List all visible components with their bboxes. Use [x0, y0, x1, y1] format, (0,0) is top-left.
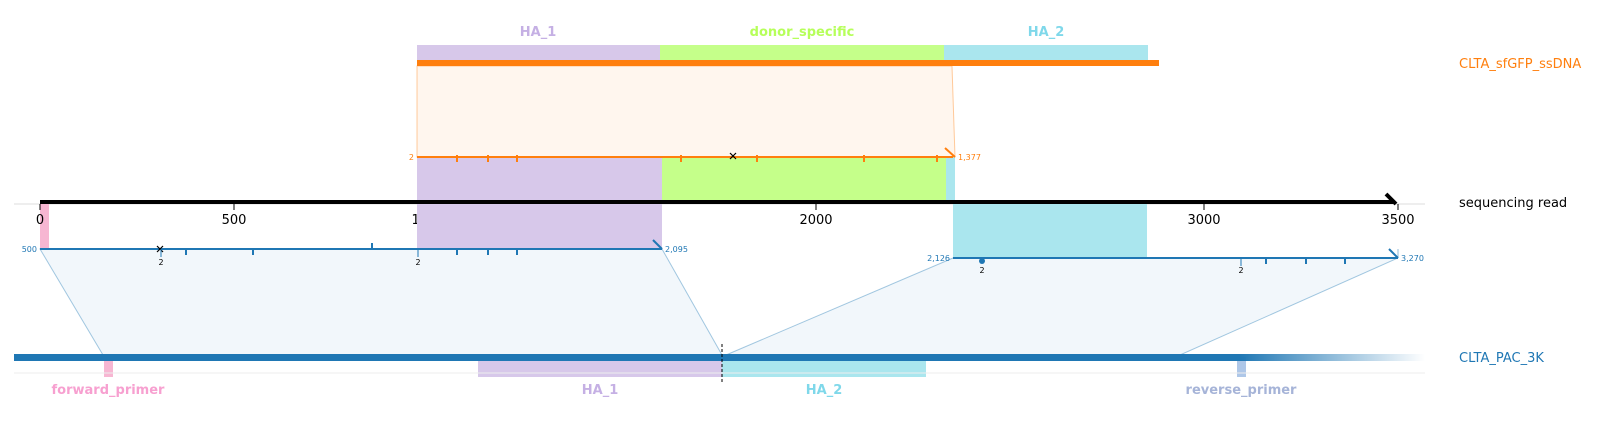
read-tick-3500: 3500	[1381, 213, 1414, 228]
read-axis-arrow	[1384, 192, 1398, 206]
donor-alignment-end: 1,377	[958, 153, 981, 162]
target-right-alignment-arrow	[1388, 248, 1399, 259]
target-ha1-label: HA_1	[582, 383, 619, 398]
target-right-end: 3,270	[1401, 254, 1424, 263]
donor-deletion-marker	[729, 152, 737, 160]
target-backbone	[14, 354, 1239, 361]
target-left-alignment-arrow	[652, 239, 663, 250]
donor-ha2-label: HA_2	[1028, 25, 1065, 40]
read-track-label: sequencing read	[1459, 196, 1567, 211]
donor-alignment-start: 2	[409, 153, 414, 162]
donor-ha1-box	[417, 45, 660, 62]
target-right-start: 2,126	[927, 254, 950, 263]
read-tick-3000: 3000	[1187, 213, 1220, 228]
target-track-label: CLTA_PAC_3K	[1459, 351, 1544, 366]
target-right-mismatch-ticks	[1265, 258, 1346, 264]
donor-mismatch-ticks	[456, 155, 938, 162]
target-ha2-box	[722, 357, 926, 377]
donor-specific-label: donor_specific	[750, 25, 855, 40]
target-left-end: 2,095	[665, 245, 688, 254]
donor-alignment-arrow	[944, 147, 956, 158]
read-forward-primer-marker	[40, 204, 49, 249]
target-left-insertion-1-count: 2	[158, 258, 163, 267]
read-tick-0: 0	[36, 213, 44, 228]
target-right-projection	[725, 257, 1399, 356]
donor-alignment-projection	[416, 65, 956, 158]
target-reverse-primer-box	[1237, 357, 1246, 377]
donor-specific-box	[660, 45, 944, 62]
target-forward-primer-box	[104, 357, 113, 377]
target-ha1-box	[478, 357, 722, 377]
read-tick-2000: 2000	[799, 213, 832, 228]
read-tick-500: 500	[222, 213, 247, 228]
target-right-insertion-2-count: 2	[1238, 266, 1243, 275]
read-ha2-region-top	[946, 157, 955, 203]
donor-backbone	[417, 60, 1159, 66]
target-left-insertion-2-count: 2	[415, 258, 420, 267]
target-backbone-fade	[1239, 354, 1425, 361]
target-right-insertion-1-dot	[979, 258, 985, 264]
donor-track-label: CLTA_sfGFP_ssDNA	[1459, 57, 1581, 72]
target-ha2-label: HA_2	[806, 383, 843, 398]
target-forward-primer-label: forward_primer	[52, 383, 166, 398]
donor-ha2-box	[944, 45, 1148, 62]
read-donor-region	[662, 157, 946, 203]
target-reverse-primer-label: reverse_primer	[1186, 383, 1298, 398]
target-left-mismatch-ticks	[185, 243, 518, 255]
read-ha2-region-lower	[953, 204, 1147, 258]
target-left-deletion-marker	[156, 245, 164, 253]
target-left-start: 500	[22, 245, 37, 254]
target-left-projection	[39, 248, 723, 356]
read-ha1-region	[417, 157, 662, 203]
read-ha1-region-lower	[417, 204, 662, 249]
donor-ha1-label: HA_1	[520, 25, 557, 40]
target-right-insertion-1-count: 2	[979, 266, 984, 275]
read-axis-ticks	[39, 204, 1399, 210]
